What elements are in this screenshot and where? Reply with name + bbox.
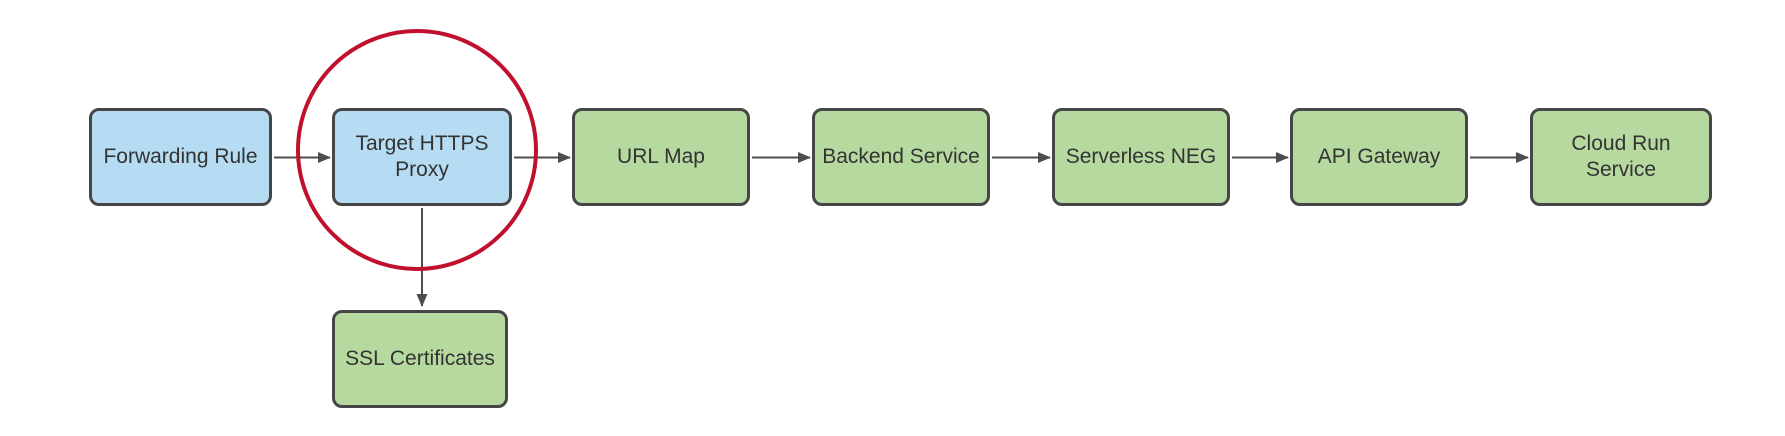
node-url-map: URL Map bbox=[572, 108, 750, 206]
node-backend-service: Backend Service bbox=[812, 108, 990, 206]
node-cloud-run-service: Cloud Run Service bbox=[1530, 108, 1712, 206]
node-label: Serverless NEG bbox=[1065, 144, 1217, 168]
node-serverless-neg: Serverless NEG bbox=[1052, 108, 1230, 206]
highlight-circle bbox=[296, 29, 538, 271]
node-label: Target HTTPS Proxy bbox=[355, 131, 489, 181]
node-forwarding-rule: Forwarding Rule bbox=[89, 108, 272, 206]
node-label: Forwarding Rule bbox=[103, 144, 258, 168]
node-label: URL Map bbox=[617, 144, 705, 168]
node-ssl-certificates: SSL Certificates bbox=[332, 310, 508, 408]
node-label: API Gateway bbox=[1317, 144, 1441, 168]
node-api-gateway: API Gateway bbox=[1290, 108, 1468, 206]
node-label: Cloud Run Service bbox=[1571, 131, 1671, 181]
node-target-https-proxy: Target HTTPS Proxy bbox=[332, 108, 512, 206]
node-label: Backend Service bbox=[822, 144, 980, 168]
node-label: SSL Certificates bbox=[345, 346, 495, 370]
